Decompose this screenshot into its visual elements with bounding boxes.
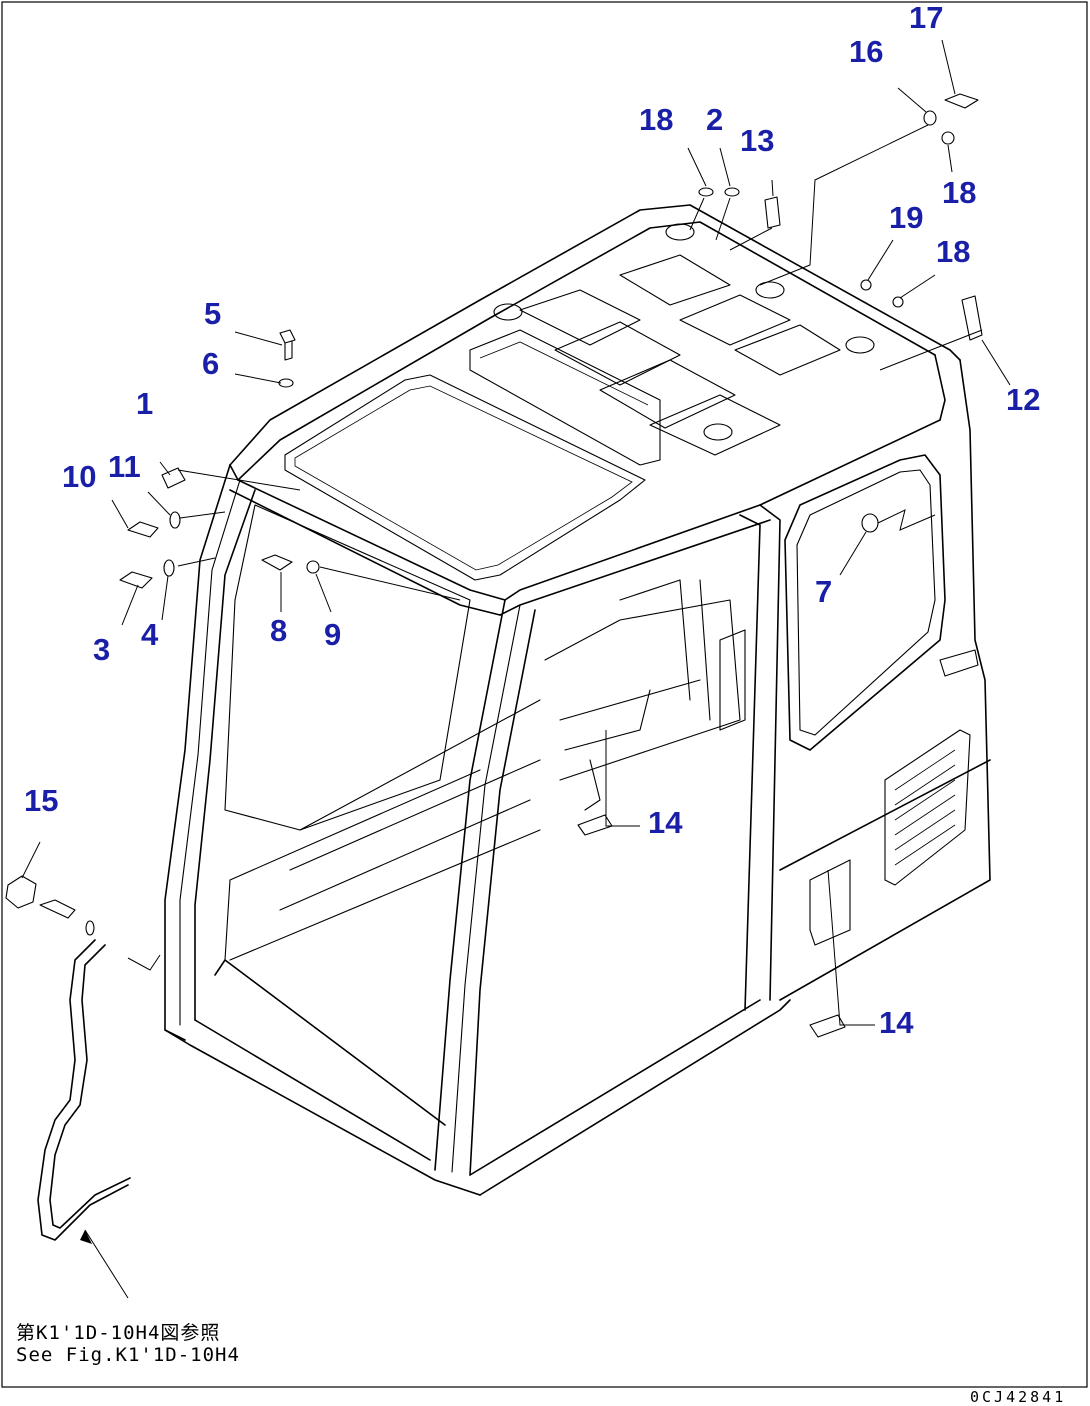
part-2 bbox=[724, 187, 740, 197]
part-13 bbox=[764, 196, 781, 229]
washer-15 bbox=[85, 920, 95, 936]
part-5 bbox=[279, 329, 296, 361]
callout-8: 8 bbox=[270, 613, 288, 648]
part-18-top bbox=[698, 187, 714, 197]
callout-4: 4 bbox=[141, 617, 159, 652]
part-7 bbox=[861, 513, 879, 533]
callout-5: 5 bbox=[204, 296, 222, 331]
part-8 bbox=[261, 554, 293, 571]
cab-body bbox=[164, 204, 991, 1196]
part-10 bbox=[127, 521, 159, 538]
part-14-front bbox=[577, 814, 613, 836]
small-parts bbox=[5, 93, 983, 1241]
part-17 bbox=[944, 93, 979, 109]
part-18-mid bbox=[892, 296, 904, 308]
callout-10: 10 bbox=[62, 459, 97, 494]
reference-note-english: See Fig.K1'1D-10H4 bbox=[16, 1344, 240, 1366]
callout-2: 2 bbox=[706, 102, 724, 137]
leader-lines bbox=[21, 39, 1011, 1299]
callout-18-top: 18 bbox=[639, 102, 674, 137]
callout-13: 13 bbox=[740, 123, 775, 158]
part-6 bbox=[278, 378, 294, 388]
callout-3: 3 bbox=[93, 632, 111, 667]
part-16 bbox=[923, 110, 937, 126]
callout-14-front: 14 bbox=[648, 805, 683, 840]
part-19 bbox=[860, 279, 872, 291]
part-18-right bbox=[941, 131, 955, 145]
callout-15: 15 bbox=[24, 783, 59, 818]
reference-note-japanese: 第K1'1D-10H4図参照 bbox=[16, 1322, 221, 1344]
callout-12: 12 bbox=[1006, 382, 1041, 417]
callout-11: 11 bbox=[108, 449, 141, 484]
part-3 bbox=[119, 571, 153, 589]
part-12 bbox=[961, 295, 983, 341]
part-11 bbox=[169, 511, 181, 529]
callout-6: 6 bbox=[202, 346, 220, 381]
part-4 bbox=[163, 559, 175, 577]
part-15 bbox=[5, 875, 37, 909]
drawing-code: 0CJ42841 bbox=[970, 1388, 1067, 1406]
callout-18-right: 18 bbox=[942, 175, 977, 210]
callout-1: 1 bbox=[136, 386, 154, 421]
callout-18-mid: 18 bbox=[936, 234, 971, 269]
callout-19: 19 bbox=[889, 200, 924, 235]
part-9 bbox=[306, 560, 320, 574]
callout-9: 9 bbox=[324, 617, 342, 652]
callout-14-rear: 14 bbox=[879, 1005, 914, 1040]
bolt-15 bbox=[39, 899, 76, 919]
part-1 bbox=[161, 467, 186, 489]
handrail bbox=[37, 939, 129, 1241]
callout-16: 16 bbox=[849, 34, 884, 69]
callout-7: 7 bbox=[815, 574, 833, 609]
callout-17: 17 bbox=[909, 0, 944, 35]
part-14-rear bbox=[809, 1014, 846, 1038]
